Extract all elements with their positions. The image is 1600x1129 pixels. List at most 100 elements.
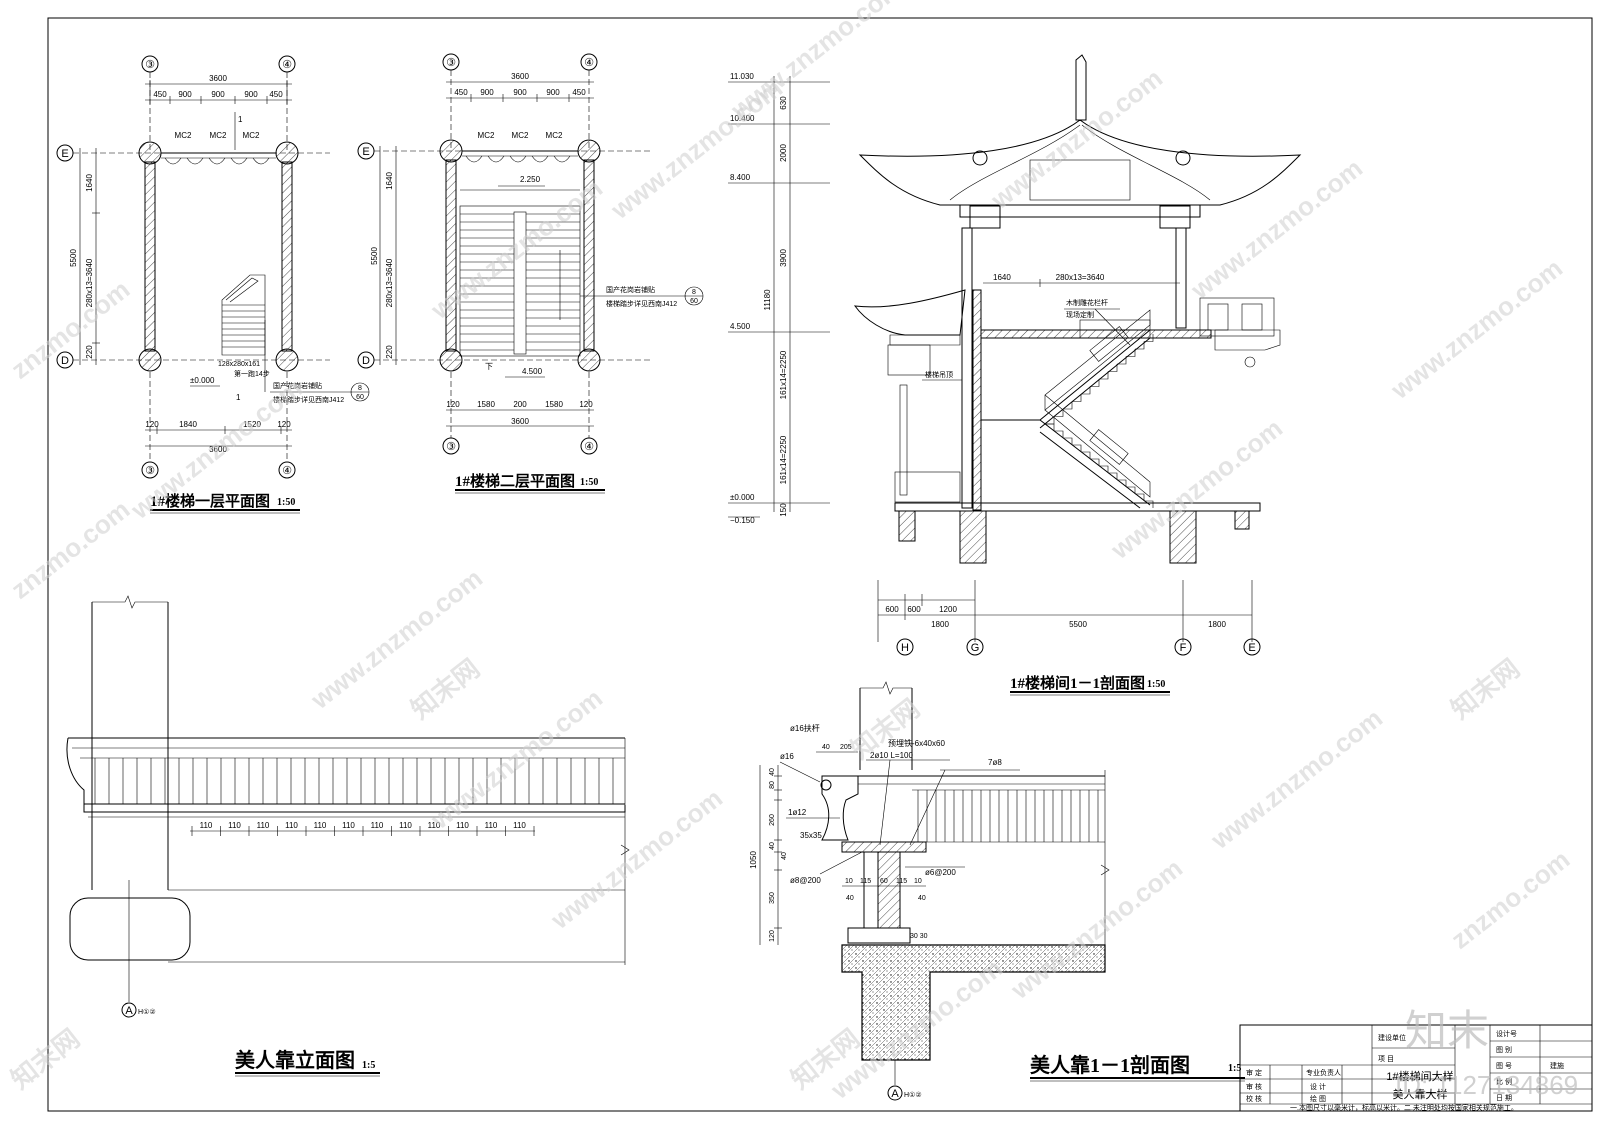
plan2-top-dim: 900 bbox=[513, 88, 527, 97]
titleblock-row-a: 审 核 bbox=[1246, 1082, 1262, 1091]
plan1-bottom-dim: 1840 bbox=[179, 420, 197, 429]
elevation-spacing-dim: 110 bbox=[399, 821, 412, 830]
titleblock-drawing-name: 1#楼梯间大样 bbox=[1386, 1069, 1453, 1083]
elevation-title: 美人靠立面图 bbox=[235, 1048, 355, 1072]
watermark-text: www.znzmo.com bbox=[724, 0, 908, 125]
plan-1-drawing: ③ ④ 3600 450 900 900 900 450 MC2 MC2 MC2… bbox=[56, 55, 370, 514]
plan2-door-label: MC2 bbox=[512, 131, 529, 140]
plan2-bottom-dim: 120 bbox=[446, 400, 460, 409]
section-vert-dim: 2000 bbox=[779, 144, 788, 162]
titleblock-drawing-name: 美人靠大样 bbox=[1393, 1087, 1448, 1101]
elevation-axis: A bbox=[125, 1005, 133, 1017]
section-bottom-dim: 600 bbox=[885, 605, 899, 614]
elevation-spacing-dim: 110 bbox=[285, 821, 298, 830]
bench-vert-dim: 80 bbox=[769, 781, 776, 789]
plan1-detail-top: 8 bbox=[358, 385, 362, 392]
bench-vert-dim: 40 bbox=[769, 768, 776, 776]
section-axis: F bbox=[1180, 642, 1187, 654]
elevation-spacing-dim: 110 bbox=[228, 821, 241, 830]
bench-label: 2ø10 L=100 bbox=[870, 751, 913, 760]
watermark-text: znzmo.com bbox=[5, 274, 135, 385]
plan1-callout: 国产花岗岩铺贴 bbox=[273, 381, 322, 390]
watermark-text: znzmo.com bbox=[5, 494, 135, 605]
plan1-door-mark: 1 bbox=[238, 115, 243, 124]
bench-section-axis-sub: H①② bbox=[904, 1091, 922, 1099]
plan2-top-dim: 900 bbox=[546, 88, 560, 97]
brand-logo: 知末 bbox=[1405, 1007, 1489, 1054]
plan1-callout: 楼梯踏步详见西南J412 bbox=[273, 395, 344, 404]
plan2-detail-top: 8 bbox=[692, 289, 696, 296]
plan1-top-dim: 450 bbox=[269, 90, 283, 99]
section-axis: G bbox=[971, 642, 980, 654]
section-vert-total: 11180 bbox=[763, 289, 772, 311]
elevation-spacing-dim: 110 bbox=[513, 821, 526, 830]
titleblock-project-label: 项 目 bbox=[1378, 1055, 1394, 1063]
section-bottom-dim: 1800 bbox=[1208, 620, 1226, 629]
plan1-top-dim: 900 bbox=[244, 90, 258, 99]
plan2-top-dim: 900 bbox=[480, 88, 494, 97]
sheet-border bbox=[47, 17, 1593, 1112]
title-block: 建设单位 项 目 1#楼梯间大样 美人靠大样 审 定 专业负责人 审 核 设 计… bbox=[1239, 1024, 1593, 1112]
titleblock-right-value: 建施 bbox=[1550, 1061, 1564, 1070]
plan1-top-dim: 900 bbox=[178, 90, 192, 99]
bench-bottom-dim: 115 bbox=[896, 878, 907, 885]
plan1-detail-bottom: 60 bbox=[356, 394, 364, 401]
plan1-axis-top-4: ④ bbox=[282, 59, 292, 71]
plan2-axis-top-3: ③ bbox=[446, 57, 456, 69]
plan2-bottom-dim: 1580 bbox=[477, 400, 495, 409]
plan2-door-label: MC2 bbox=[546, 131, 563, 140]
bench-top-dim: 205 bbox=[840, 744, 852, 751]
plan2-top-dim: 450 bbox=[454, 88, 468, 97]
section-bottom-dim: 5500 bbox=[1069, 620, 1087, 629]
plan2-left-dim: 280x13=3640 bbox=[385, 258, 394, 307]
titleblock-row-b: 设 计 bbox=[1310, 1082, 1326, 1091]
plan1-title: 1#楼梯一层平面图 bbox=[150, 492, 270, 510]
section-vert-dim: 161x14=2250 bbox=[779, 350, 788, 399]
bench-label: 1ø12 bbox=[788, 808, 807, 817]
bench-vert-dim: 40 bbox=[781, 852, 788, 860]
elevation-spacing-dim: 110 bbox=[456, 821, 469, 830]
plan1-axis-bottom-3: ③ bbox=[145, 465, 155, 477]
section-title: 1#楼梯间1－1剖面图 bbox=[1010, 674, 1145, 692]
section-level: 11.030 bbox=[730, 72, 754, 81]
bench-top-dim: 40 bbox=[822, 744, 830, 751]
titleblock-right-label: 日 期 bbox=[1496, 1094, 1512, 1102]
plan1-stair-note: 128x280x161 bbox=[218, 361, 260, 368]
plan2-axis-left-D: D bbox=[362, 355, 370, 367]
section-note: 楼梯吊顶 bbox=[925, 370, 953, 379]
titleblock-row-a: 审 定 bbox=[1246, 1068, 1262, 1077]
bench-bottom-dim: 115 bbox=[860, 878, 871, 885]
plan1-left-total: 5500 bbox=[69, 249, 78, 267]
bench-section-title: 美人靠1－1剖面图 bbox=[1030, 1053, 1190, 1077]
plan1-left-dim: 1640 bbox=[85, 174, 94, 192]
plan1-door-label: MC2 bbox=[210, 131, 227, 140]
section-note: 现场定制 bbox=[1066, 310, 1094, 319]
bench-vert-dim: 40 bbox=[769, 842, 776, 850]
section-level: −0.150 bbox=[730, 516, 755, 525]
bench-vert-dim: 260 bbox=[769, 814, 776, 826]
section-level: 8.400 bbox=[730, 173, 751, 182]
plan1-bottom-dim: 120 bbox=[145, 420, 159, 429]
watermark-text: www.znzmo.com bbox=[1204, 703, 1388, 856]
elevation-scale: 1:5 bbox=[362, 1060, 375, 1071]
plan2-axis-top-4: ④ bbox=[584, 57, 594, 69]
plan2-left-dim: 220 bbox=[385, 345, 394, 359]
bench-section-scale: 1:5 bbox=[1228, 1063, 1241, 1074]
elevation-spacing-dim: 110 bbox=[342, 821, 355, 830]
elevation-axis-sub: H①② bbox=[138, 1008, 156, 1016]
section-top-dim: 280x13=3640 bbox=[1056, 273, 1105, 282]
section-level: 4.500 bbox=[730, 322, 751, 331]
plan2-top-dim: 450 bbox=[572, 88, 586, 97]
section-bottom-dim: 1200 bbox=[939, 605, 957, 614]
plan2-title: 1#楼梯二层平面图 bbox=[455, 472, 575, 490]
plan1-top-dim: 450 bbox=[153, 90, 167, 99]
plan2-axis-bottom-3: ③ bbox=[446, 441, 456, 453]
plan1-door-label: MC2 bbox=[175, 131, 192, 140]
titleblock-row-a: 校 核 bbox=[1246, 1094, 1262, 1103]
bench-section-axis: A bbox=[891, 1088, 899, 1100]
section-level: ±0.000 bbox=[730, 493, 755, 502]
section-axis: H bbox=[901, 642, 909, 654]
plan-2-drawing: ③ ④ 3600 450 900 900 900 450 MC2 MC2 MC2… bbox=[357, 53, 704, 494]
